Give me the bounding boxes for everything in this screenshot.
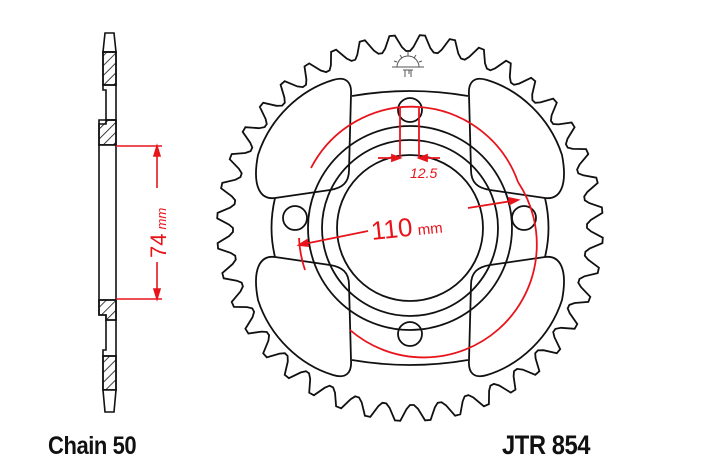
bolt-hole-left — [282, 205, 308, 231]
cutout-top-left — [255, 77, 352, 199]
cutout-bottom-left — [255, 256, 352, 378]
pcd-dimension — [296, 105, 538, 359]
cutout-top-right — [468, 77, 565, 199]
part-number-label: JTR 854 — [502, 430, 591, 460]
bolt-hole-label: 12.5 — [410, 165, 437, 181]
sprocket-teeth-outline — [216, 34, 604, 422]
hub-height-dimension — [116, 143, 162, 302]
bolt-hole-right — [511, 205, 537, 231]
bolt-hole-top — [397, 97, 423, 123]
hub-height-label: 74mm — [146, 208, 171, 258]
chain-size-label: Chain 50 — [48, 432, 137, 460]
bolt-hole-bottom — [397, 321, 423, 347]
cutout-bottom-right — [468, 256, 565, 378]
side-profile-view — [98, 32, 117, 413]
sun-logo-icon — [392, 52, 424, 77]
sprocket-front-view — [216, 34, 604, 422]
